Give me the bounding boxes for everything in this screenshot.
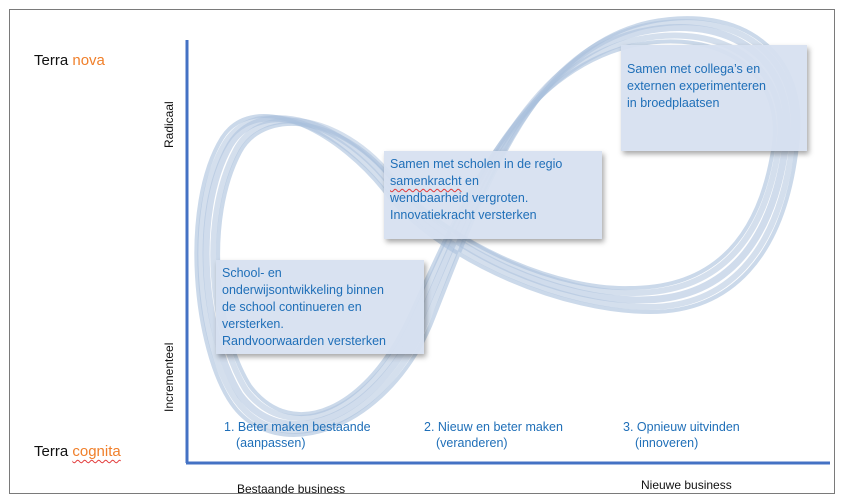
- stage-2-label: 2. Nieuw en beter maken (veranderen): [424, 419, 563, 451]
- stage-title: 2. Nieuw en beter maken: [424, 420, 563, 434]
- terra-nova-label: Terra nova: [34, 52, 105, 69]
- stage-title: 3. Opnieuw uitvinden: [623, 420, 740, 434]
- terra-nova-word2: nova: [72, 52, 105, 69]
- y-axis-bottom-label: Incrementeel: [162, 342, 176, 412]
- terra-cognita-word2: cognita: [72, 443, 121, 460]
- x-axis-right-label: Nieuwe business: [641, 478, 732, 492]
- diagram-frame: [9, 9, 835, 494]
- stage-title: 1. Beter maken bestaande: [224, 420, 371, 434]
- x-axis-left-label: Bestaande business: [237, 482, 346, 496]
- stage-1-label: 1. Beter maken bestaande (aanpassen): [224, 419, 371, 451]
- box-continue-strengthen: School- en onderwijsontwikkeling binnen …: [216, 260, 424, 354]
- stage-subtitle: (veranderen): [436, 436, 508, 450]
- box-line: in broedplaatsen: [627, 96, 720, 110]
- box-line: Randvoorwaarden versterken: [222, 334, 386, 348]
- box-line: Samen met collega’s en: [627, 62, 761, 76]
- box-regional-collaboration: Samen met scholen in de regio samenkrach…: [384, 151, 602, 239]
- box-word-en: en: [461, 174, 479, 188]
- box-experiment-incubators: Samen met collega’s en externen experime…: [621, 45, 807, 151]
- box-line: versterken.: [222, 317, 284, 331]
- box-line: externen experimenteren: [627, 79, 766, 93]
- box-line: onderwijsontwikkeling binnen: [222, 283, 384, 297]
- terra-cognita-word1: Terra: [34, 443, 69, 460]
- terra-nova-word1: Terra: [34, 52, 69, 69]
- y-axis-top-label: Radicaal: [162, 101, 176, 148]
- stage-subtitle: (aanpassen): [236, 436, 306, 450]
- terra-cognita-label: Terra cognita: [34, 443, 121, 460]
- infinity-loop: [194, 16, 801, 437]
- box-line: Samen met scholen in de regio: [390, 157, 563, 171]
- box-line: de school continueren en: [222, 300, 362, 314]
- stage-subtitle: (innoveren): [635, 436, 699, 450]
- box-word-samenkracht: samenkracht: [390, 174, 462, 188]
- infinity-loop-stroke: [216, 39, 777, 416]
- box-line: Innovatiekracht versterken: [390, 208, 537, 222]
- box-line: School- en: [222, 266, 282, 280]
- box-line: wendbaarheid vergroten.: [390, 191, 529, 205]
- box-line: samenkracht en: [390, 173, 596, 190]
- stage-3-label: 3. Opnieuw uitvinden (innoveren): [623, 419, 740, 451]
- infinity-loop-stroke: [194, 16, 801, 437]
